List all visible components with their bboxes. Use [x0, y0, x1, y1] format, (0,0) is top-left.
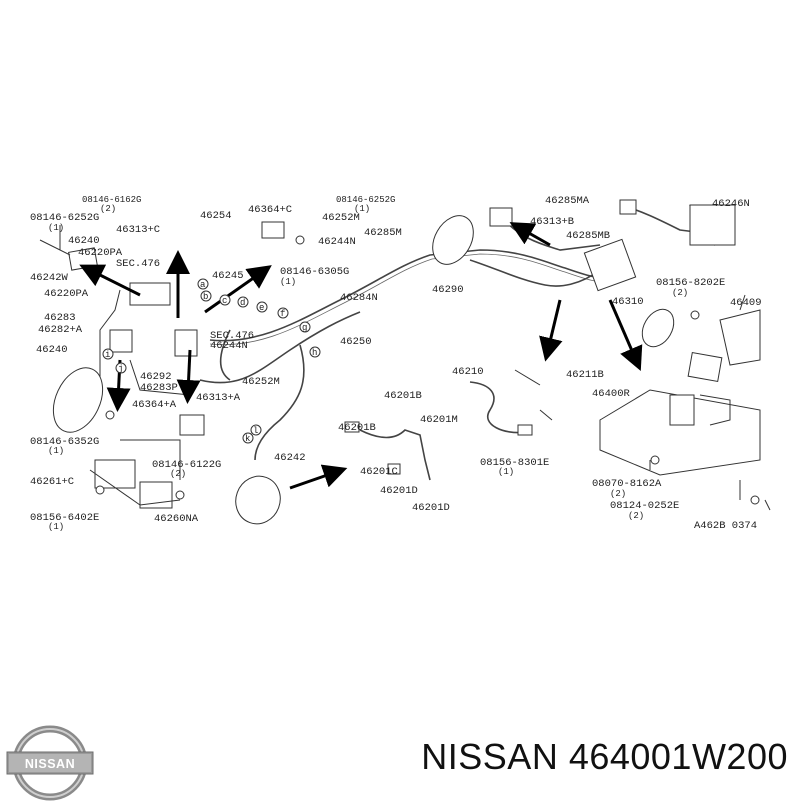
part-label: 08146-6162G: [82, 195, 141, 205]
part-label: 46201M: [420, 414, 458, 426]
part-label: 46409: [730, 297, 762, 309]
part-label: SEC.476: [116, 258, 160, 270]
part-label: 46364+A: [132, 399, 177, 411]
part-label: 46400R: [592, 388, 631, 400]
part-label: (2): [610, 489, 626, 499]
part-label: 46254: [200, 210, 232, 222]
part-title: NISSAN 464001W200: [421, 736, 788, 777]
part-label: 46284N: [340, 292, 378, 304]
callout-letter: c: [222, 296, 227, 306]
part-label: 46211B: [566, 369, 604, 381]
part-label: (1): [280, 277, 296, 287]
part-label: 46240: [36, 344, 68, 356]
part-label: 46310: [612, 296, 644, 308]
part-label: (1): [48, 223, 64, 233]
drawing-code: A462B 0374: [694, 520, 757, 532]
nissan-logo: NISSAN: [6, 725, 94, 801]
callout-letter: k: [245, 434, 250, 444]
callout-letters: a b c d e f g h i j k l: [102, 278, 321, 444]
svg-text:NISSAN: NISSAN: [25, 757, 75, 771]
part-label: 46292: [140, 371, 172, 383]
part-label: (1): [354, 204, 370, 214]
part-label: 46246N: [712, 198, 750, 210]
part-label: 08146-6352G: [30, 436, 99, 448]
part-label: 46201B: [338, 422, 376, 434]
part-label: 08146-6252G: [30, 212, 99, 224]
part-label: 46252M: [322, 212, 360, 224]
part-label: 46201D: [412, 502, 450, 514]
part-label: 46244N: [210, 340, 248, 352]
callout-letter: j: [118, 364, 123, 374]
part-label: 46220PA: [78, 247, 123, 259]
part-label: SEC.476: [210, 330, 254, 342]
part-label: 46250: [340, 336, 372, 348]
part-label: 46201D: [380, 485, 418, 497]
callout-letter: h: [312, 348, 317, 358]
part-label: 46285MA: [545, 195, 590, 207]
part-label: 46283P: [140, 382, 178, 394]
part-label: (1): [498, 467, 514, 477]
part-label: 46220PA: [44, 288, 89, 300]
part-label: 46290: [432, 284, 464, 296]
part-label: 08146-6252G: [336, 195, 395, 205]
part-label: 46210: [452, 366, 484, 378]
part-label: 46201B: [384, 390, 422, 402]
part-label: (2): [100, 204, 116, 214]
line-art: [39, 199, 771, 525]
part-label: 08070-8162A: [592, 478, 662, 490]
part-label: 46285MB: [566, 230, 610, 242]
part-label: (2): [628, 511, 644, 521]
callout-letter: l: [253, 426, 258, 436]
part-label: 46240: [68, 235, 100, 247]
callout-letter: b: [203, 292, 208, 302]
part-label: 46201C: [360, 466, 398, 478]
part-label: 46313+A: [196, 392, 241, 404]
callout-letter: e: [259, 303, 264, 313]
part-label: 46283: [44, 312, 76, 324]
callout-letter: g: [302, 323, 307, 333]
part-label: 46261+C: [30, 476, 74, 488]
part-labels: 08146-6162G (2) 08146-6252G (1) 46313+C …: [30, 195, 762, 532]
part-label: 08156-6402E: [30, 512, 99, 524]
callout-letter: i: [105, 350, 110, 360]
part-label: 46244N: [318, 236, 356, 248]
part-label: 08156-8202E: [656, 277, 725, 289]
part-label: (2): [170, 469, 186, 479]
part-label: 46313+C: [116, 224, 160, 236]
part-label: (1): [48, 522, 64, 532]
callout-letter: a: [200, 280, 206, 290]
part-label: 08124-0252E: [610, 500, 679, 512]
pointer-arrows: [79, 222, 643, 490]
part-label: 08146-6122G: [152, 459, 221, 471]
part-label: 46242W: [30, 272, 69, 284]
part-label: 46245: [212, 270, 244, 282]
part-label: 46285M: [364, 227, 402, 239]
part-label: 46242: [274, 452, 306, 464]
part-label: (2): [672, 288, 688, 298]
part-label: 46252M: [242, 376, 280, 388]
callout-letter: f: [280, 309, 285, 319]
part-label: 08156-8301E: [480, 457, 549, 469]
part-label: 46260NA: [154, 513, 199, 525]
part-label: 46313+B: [530, 216, 574, 228]
part-label: 08146-6305G: [280, 266, 349, 278]
part-label: (1): [48, 446, 64, 456]
part-label: 46282+A: [38, 324, 83, 336]
callout-letter: d: [240, 298, 245, 308]
part-label: 46364+C: [248, 204, 292, 216]
